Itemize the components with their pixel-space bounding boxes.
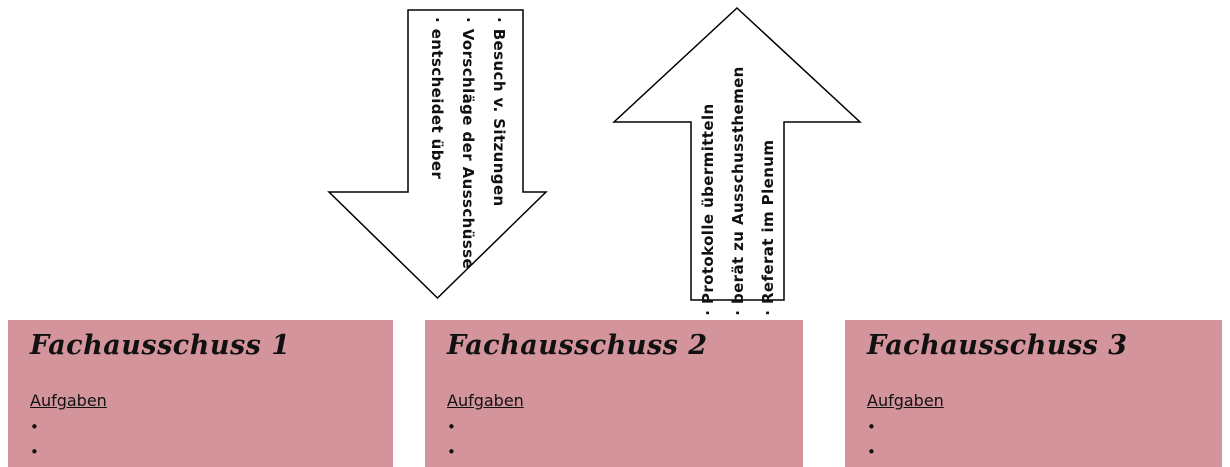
- committee-box-1: Fachausschuss 1 Aufgaben • •: [8, 320, 393, 467]
- up-arrow-item: · Protokolle übermitteln: [699, 103, 717, 316]
- up-arrow-label-list: · Protokolle übermitteln · berät zu Auss…: [693, 66, 783, 316]
- bullet-item: •: [447, 443, 456, 461]
- committee-title: Fachausschuss 3: [867, 330, 1128, 361]
- down-arrow-shape: [327, 9, 548, 300]
- down-arrow-item: · Besuch v. Sitzungen: [490, 17, 508, 207]
- bullet-item: •: [30, 418, 39, 436]
- committee-subtitle: Aufgaben: [30, 391, 107, 410]
- committee-title: Fachausschuss 1: [30, 330, 291, 361]
- bullet-item: •: [447, 418, 456, 436]
- bullet-item: •: [30, 443, 39, 461]
- up-arrow-label-wrap: · Protokolle übermitteln · berät zu Auss…: [691, 66, 785, 316]
- committee-title: Fachausschuss 2: [447, 330, 708, 361]
- committee-box-3: Fachausschuss 3 Aufgaben • •: [845, 320, 1222, 467]
- committee-subtitle: Aufgaben: [447, 391, 524, 410]
- down-arrow-label-list: · entscheidet über · Vorschläge der Auss…: [421, 17, 514, 307]
- committee-subtitle: Aufgaben: [867, 391, 944, 410]
- up-arrow-item: · Referat im Plenum: [759, 139, 777, 316]
- bullet-item: •: [867, 418, 876, 436]
- committee-box-2: Fachausschuss 2 Aufgaben • •: [425, 320, 803, 467]
- bullet-item: •: [867, 443, 876, 461]
- up-arrow-item: · berät zu Ausschussthemen: [729, 66, 747, 316]
- down-arrow-item: · Vorschläge der Ausschüsse: [459, 17, 477, 270]
- down-arrow-item: · entscheidet über: [428, 17, 446, 180]
- up-arrow-shape: [612, 6, 862, 301]
